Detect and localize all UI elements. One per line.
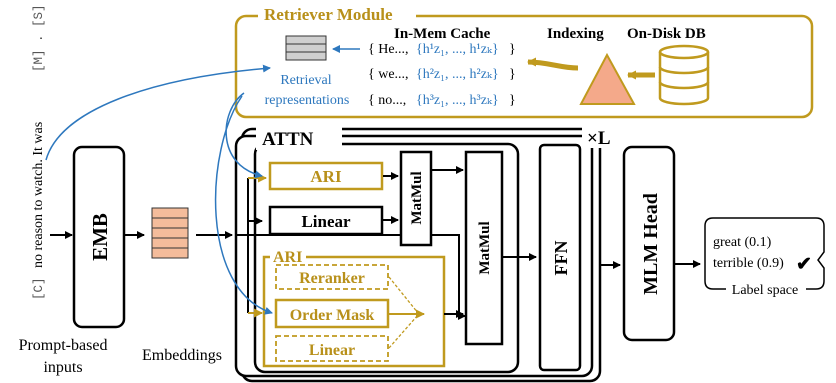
retrieval-label-line2: representations [265,93,350,108]
cache-row-reps: {h²z₁, ..., h²zₖ} [416,67,499,82]
linear-top-label: Linear [301,212,351,231]
matmul-1-block [399,150,433,247]
mlm-head-label: MLM Head [640,193,662,295]
cache-label: In-Mem Cache [394,26,491,42]
label-space-title-bg [726,281,806,297]
cache-row: { we..., {h²z₁, ..., h²zₖ} } [368,67,516,82]
retrieval-to-ari-group-arrow [214,95,273,315]
ari-group-label: ARI [273,249,302,266]
retrieval-label-line1: Retrieval [280,73,331,88]
repeat-label-bg [582,124,620,148]
ari-internal-arrows [388,276,419,349]
indexing-label: Indexing [547,26,604,42]
linear-top-block [268,205,384,236]
index-to-cache-arrow [527,57,579,71]
order-mask-block [274,298,390,329]
cache-row: { no..., {h³z₁, ..., h³zₖ} } [368,93,516,108]
prompt-input: [C] no reason to watch. It was [M] . [S] [31,4,46,300]
prompt-label-line2: inputs [43,359,82,376]
retrieval-table-icon [285,35,327,61]
emb-label: EMB [88,213,112,261]
ari-top-block [268,161,384,191]
order-mask-label: Order Mask [290,307,375,324]
cache-row-suffix: } [509,67,516,82]
disk-db-label: On-Disk DB [627,26,706,42]
input-to-retriever-arrow [45,64,271,161]
emb-block [72,145,126,329]
retriever-module: Retriever Module In-Mem Cache Indexing O… [234,4,814,119]
ari-top-label: ARI [310,167,342,186]
linear-bottom-label: Linear [309,342,355,359]
linear-bottom-block [275,335,389,362]
reranker-label: Reranker [299,270,365,287]
retriever-title-bg [258,4,416,26]
ffn-block [538,143,582,372]
matmul-2-label: MatMul [477,221,493,274]
database-icon [658,44,710,106]
retriever-module-border [234,14,814,119]
matmul-2-block [464,150,504,346]
cache-row-prefix: { we..., [368,67,409,82]
cache-row-prefix: { no..., [368,93,406,108]
cache-row-suffix: } [509,93,516,108]
prompt-label-line1: Prompt-based [19,337,108,354]
reranker-block [275,264,389,290]
cache-row-prefix: { He..., [368,42,409,57]
repeat-label: ×L [587,128,611,149]
prompt-sentence: no reason to watch. It was [31,122,46,268]
attn-title-bg [256,124,342,150]
matmul-1-label: MatMul [409,171,425,224]
indexing-triangle-icon [579,52,636,105]
prompt-token-cls: [C] [32,277,46,300]
embeddings-icon [151,207,189,259]
cache-row-reps: {h³z₁, ..., h³zₖ} [416,93,499,108]
cache-row: { He..., {h¹z₁, ..., h¹zₖ} } [368,42,516,57]
attn-title: ATTN [262,129,314,150]
mlm-head-block [622,145,676,342]
label-space-label: Label space [732,283,798,298]
retrieval-to-ari-top-arrow [225,92,263,179]
output-terrible: terrible (0.9) [713,256,784,271]
cache-row-suffix: } [509,42,516,57]
retriever-title: Retriever Module [264,5,393,24]
ari-group-title-bg [270,246,306,266]
embeddings-label: Embeddings [142,347,222,364]
prompt-token-mask-sep: [M] . [S] [32,4,46,72]
cache-row-reps: {h¹z₁, ..., h¹zₖ} [416,42,499,57]
check-icon: ✔ [796,254,812,275]
label-space-box [704,217,825,290]
ffn-label: FFN [551,241,571,276]
output-great: great (0.1) [713,235,772,250]
